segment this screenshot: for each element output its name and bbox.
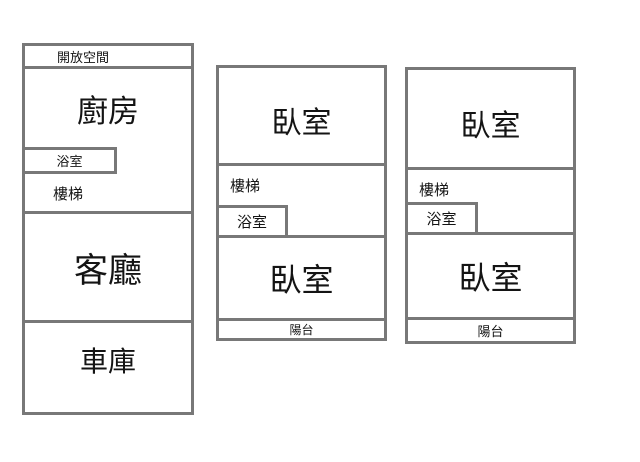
room-open-space: 開放空間	[25, 46, 191, 69]
room-garage-label: 車庫	[79, 345, 136, 377]
room-bedroom-bottom: 臥室	[219, 235, 384, 318]
room-bedroom-bottom: 臥室	[408, 232, 573, 317]
room-bedroom-top: 臥室	[408, 70, 573, 167]
room-bathroom-label: 浴室	[236, 214, 267, 231]
room-stairs-label: 樓梯	[419, 182, 450, 199]
room-bedroom-top: 臥室	[219, 68, 384, 163]
room-garage: 車庫	[25, 320, 191, 410]
room-stairs: 樓梯 浴室	[216, 163, 384, 238]
unit-middle: 臥室 樓梯 浴室 臥室 陽台	[216, 65, 387, 341]
room-balcony-label: 陽台	[289, 323, 314, 337]
room-balcony: 陽台	[408, 317, 573, 341]
room-open-space-label: 開放空間	[56, 49, 109, 65]
room-bathroom: 浴室	[22, 147, 117, 174]
room-stairs: 樓梯 浴室	[405, 167, 573, 235]
room-bathroom-label: 浴室	[426, 211, 457, 228]
room-bedroom-bottom-label: 臥室	[458, 260, 523, 296]
room-stairs-label: 樓梯	[53, 186, 84, 203]
room-balcony: 陽台	[219, 318, 384, 338]
unit-left: 開放空間 廚房 浴室 樓梯 客廳 車庫	[22, 43, 194, 415]
room-kitchen: 廚房	[25, 69, 191, 147]
room-living-room-label: 客廳	[74, 251, 142, 290]
room-bedroom-top-label: 臥室	[460, 109, 521, 143]
room-bedroom-bottom-label: 臥室	[269, 262, 334, 298]
room-stairs: 樓梯	[25, 174, 191, 211]
room-balcony-label: 陽台	[477, 324, 504, 339]
room-bathroom: 浴室	[405, 202, 478, 235]
room-bathroom: 浴室	[216, 205, 288, 238]
room-kitchen-label: 廚房	[77, 93, 139, 129]
unit-right: 臥室 樓梯 浴室 臥室 陽台	[405, 67, 576, 344]
room-bathroom-label: 浴室	[56, 154, 83, 169]
room-bedroom-top-label: 臥室	[271, 106, 332, 140]
room-stairs-label: 樓梯	[230, 178, 261, 195]
room-living-room: 客廳	[25, 211, 191, 320]
